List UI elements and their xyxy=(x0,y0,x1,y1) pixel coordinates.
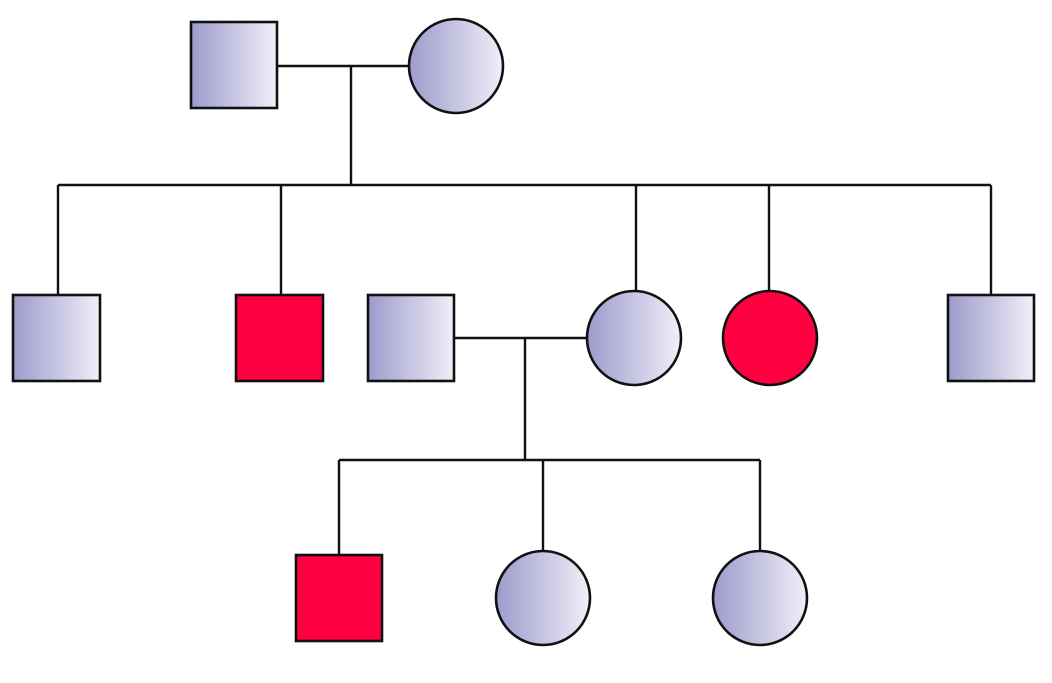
female-unaffected-symbol xyxy=(407,17,505,115)
male-unaffected-symbol xyxy=(946,293,1036,383)
individuals xyxy=(11,17,1036,647)
male-affected-symbol xyxy=(294,553,384,643)
female-unaffected-symbol xyxy=(585,289,683,387)
male-unaffected-symbol xyxy=(366,293,456,383)
male-unaffected-symbol xyxy=(11,293,102,383)
female-unaffected-symbol xyxy=(494,549,592,647)
female-affected-symbol xyxy=(721,289,819,387)
male-affected-symbol xyxy=(234,293,325,383)
female-unaffected-symbol xyxy=(711,549,809,647)
male-unaffected-symbol xyxy=(189,20,279,110)
connector-lines xyxy=(56,64,993,555)
